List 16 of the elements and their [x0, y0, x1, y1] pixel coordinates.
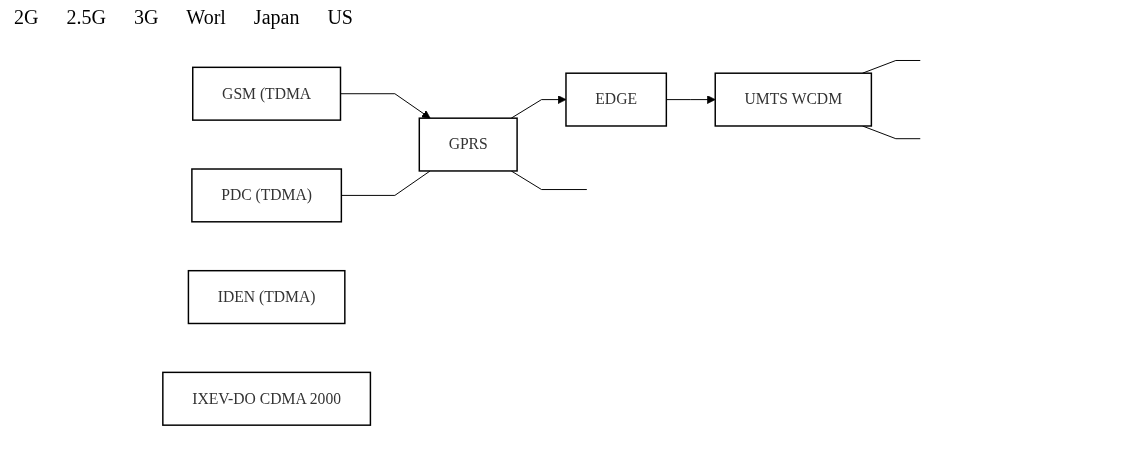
node-box: GPRS: [418, 116, 518, 172]
region-label: 2.5G: [66, 6, 106, 29]
connector: [862, 125, 921, 139]
region-label: Worl: [186, 6, 226, 29]
node-box: GSM (TDMA: [192, 66, 342, 121]
node-box: EDGE: [565, 71, 668, 127]
region-label: Japan: [253, 6, 300, 29]
node-box: PDC (TDMA): [191, 167, 343, 223]
region-label: 3G: [133, 6, 159, 29]
node-box: UMTS WCDM: [714, 71, 873, 127]
connector: [341, 170, 431, 196]
node-box: IXEV-DO CDMA 2000: [162, 371, 372, 426]
region-label: US: [327, 6, 353, 29]
connector: [510, 170, 588, 190]
node-box: IDEN (TDMA): [187, 269, 346, 324]
region-label: 2G: [14, 6, 39, 29]
